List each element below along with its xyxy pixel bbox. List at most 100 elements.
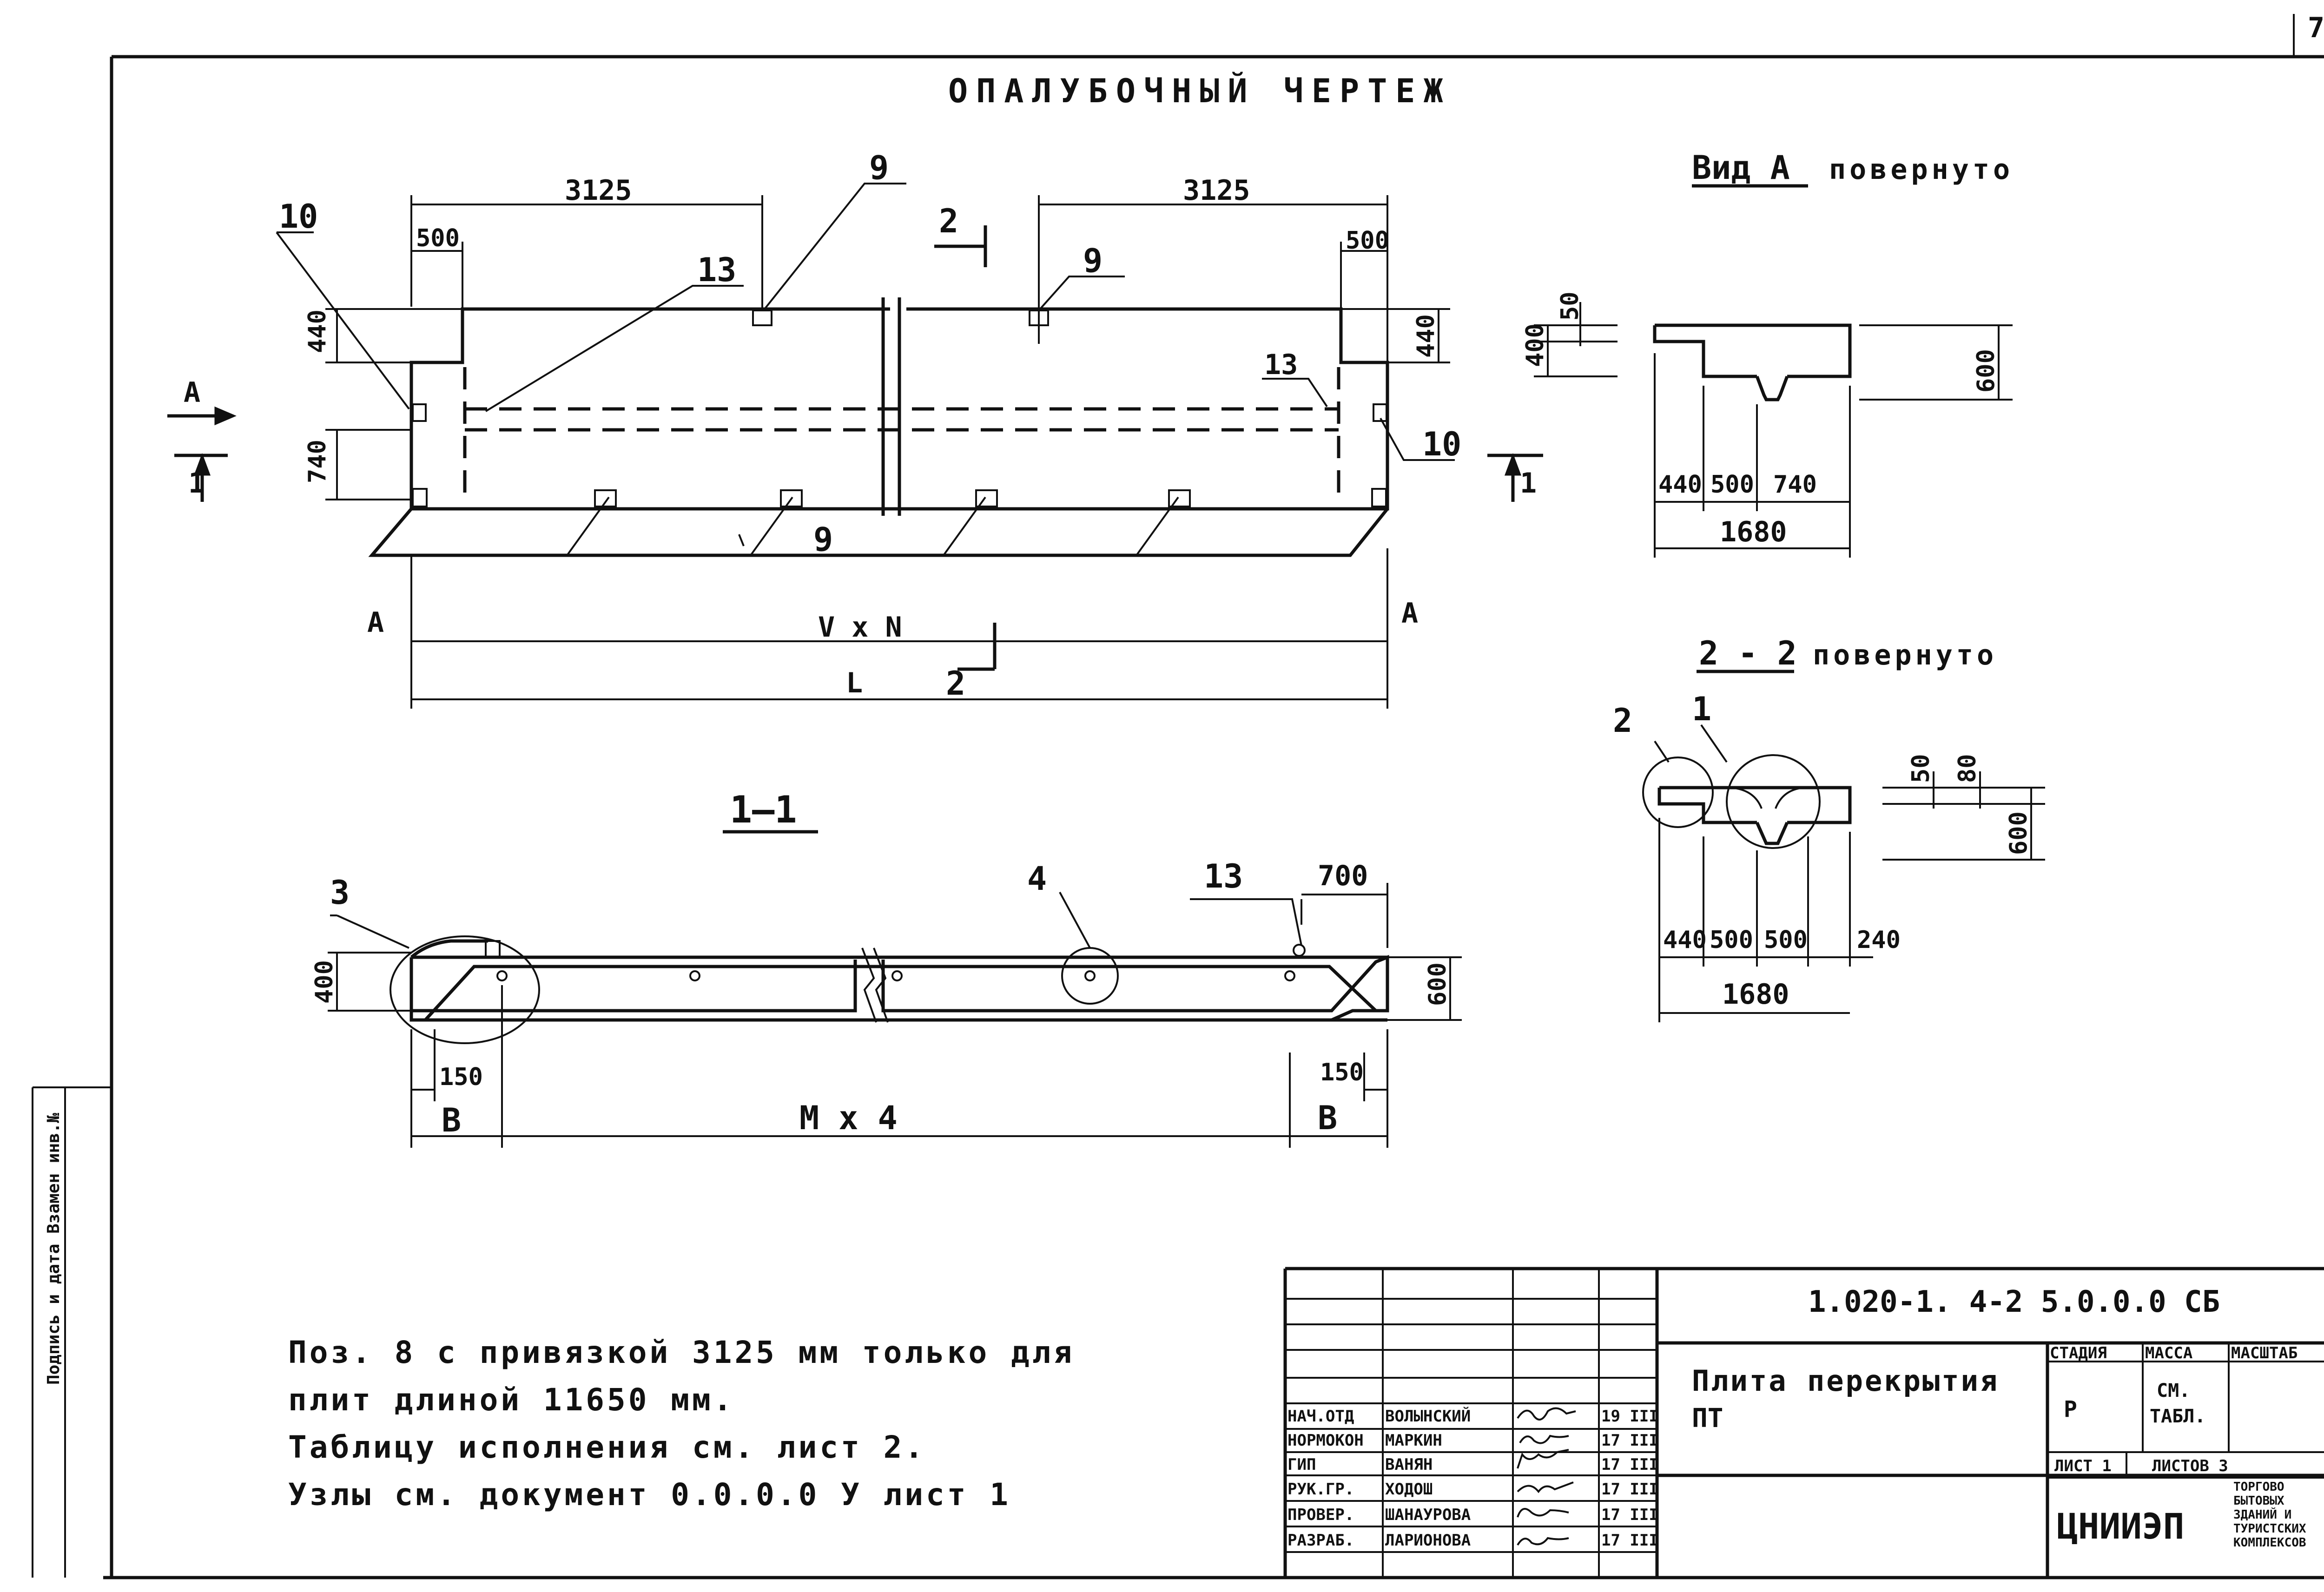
plan-dim-500-right: 500 bbox=[1346, 227, 1389, 255]
plan-view bbox=[167, 183, 1543, 709]
staff-role-3: ГИП bbox=[1287, 1455, 1316, 1474]
org-description: ТОРГОВО БЫТОВЫХ ЗДАНИЙ И ТУРИСТСКИХ КОМП… bbox=[2233, 1480, 2306, 1550]
section-2-2-title-letters: 2 - 2 bbox=[1699, 634, 1797, 672]
org-desc-line-3: ЗДАНИЙ И bbox=[2233, 1508, 2292, 1522]
mass-value-2: ТАБЛ. bbox=[2150, 1406, 2206, 1427]
staff-date-2: 17 III bbox=[1601, 1431, 1658, 1450]
plan-view-labels: 3125 3125 500 500 440 440 740 9 9 9 10 1… bbox=[184, 149, 1537, 703]
staff-date-1: 19 III bbox=[1601, 1407, 1658, 1426]
note-line-2: плит длиной 11650 мм. bbox=[288, 1382, 735, 1418]
view-a-title-letters: Вид А bbox=[1692, 149, 1790, 187]
plan-dim-vxn: V x N bbox=[818, 611, 902, 644]
section-1-1-dim-b-right: B bbox=[1318, 1099, 1337, 1137]
plan-view-a-arrow: A bbox=[184, 376, 200, 409]
section-1-1-dim-150-right: 150 bbox=[1320, 1059, 1364, 1086]
org-desc-line-4: ТУРИСТСКИХ bbox=[2233, 1522, 2306, 1536]
view-a-dim-50: 50 bbox=[1556, 291, 1584, 321]
staff-role-4: РУК.ГР. bbox=[1287, 1480, 1354, 1499]
section-1-1-title: 1—1 bbox=[730, 788, 797, 831]
plan-pos-9-top-left: 9 bbox=[869, 149, 889, 187]
view-a-labels: Вид А повернуто 50 400 600 440 500 740 1… bbox=[1521, 149, 2014, 548]
plan-section-1-right: 1 bbox=[1520, 467, 1537, 500]
notes: Поз. 8 с привязкой 3125 мм только для пл… bbox=[288, 1329, 1075, 1519]
plan-dim-3125-right: 3125 bbox=[1183, 174, 1250, 207]
plan-pos-9-bottom: 9 bbox=[813, 520, 833, 559]
note-line-1: Поз. 8 с привязкой 3125 мм только для bbox=[288, 1335, 1075, 1370]
plan-pos-10-left: 10 bbox=[279, 197, 318, 236]
section-2-2-dim-1680: 1680 bbox=[1722, 978, 1789, 1011]
section-2-2-dim-600: 600 bbox=[2005, 811, 2033, 855]
section-2-2-dim-240: 240 bbox=[1857, 926, 1901, 954]
plan-section-1-left: 1 bbox=[188, 467, 205, 500]
plan-pos-13-right: 13 bbox=[1264, 349, 1298, 381]
plan-section-2-top: 2 bbox=[939, 202, 958, 240]
view-a-dim-500: 500 bbox=[1710, 471, 1754, 499]
staff-date-6: 17 III bbox=[1601, 1531, 1658, 1550]
section-1-1-labels: 1—1 3 4 13 700 400 600 150 150 B B M x 4 bbox=[310, 788, 1452, 1139]
plan-pos-10-right: 10 bbox=[1422, 425, 1461, 463]
view-a-dim-400: 400 bbox=[1521, 323, 1549, 367]
staff-name-5: ШАНАУРОВА bbox=[1385, 1506, 1471, 1524]
staff-name-1: ВОЛЫНСКИЙ bbox=[1385, 1407, 1471, 1426]
staff-date-3: 17 III bbox=[1601, 1455, 1658, 1474]
section-1-1-dim-400: 400 bbox=[310, 960, 338, 1004]
section-2-2-dim-440: 440 bbox=[1663, 926, 1707, 954]
section-2-2-labels: 2 - 2 повернуто 2 1 50 80 600 440 500 50… bbox=[1613, 634, 2033, 1011]
plan-section-2-bottom: 2 bbox=[946, 664, 965, 703]
section-2-2-dim-500b: 500 bbox=[1764, 926, 1808, 954]
section-1-1-dim-b-left: B bbox=[442, 1101, 461, 1139]
plan-dim-a-left: A bbox=[367, 606, 384, 639]
section-1-1-dim-mx4: M x 4 bbox=[799, 1099, 898, 1137]
side-stamp-text: Подпись и дата Взамен инв.№ bbox=[44, 1112, 63, 1385]
staff-name-3: ВАНЯН bbox=[1385, 1455, 1433, 1474]
section-1-1-dim-600: 600 bbox=[1424, 962, 1452, 1006]
plan-pos-9-top-right: 9 bbox=[1083, 242, 1103, 280]
view-a bbox=[1534, 184, 2013, 558]
staff-role-5: ПРОВЕР. bbox=[1287, 1506, 1354, 1524]
staff-date-4: 17 III bbox=[1601, 1480, 1658, 1499]
signature-4 bbox=[1517, 1481, 1574, 1493]
section-1-1-dim-700: 700 bbox=[1318, 860, 1368, 892]
plan-dim-a-right: A bbox=[1401, 597, 1418, 630]
plan-dim-440-right: 440 bbox=[1412, 314, 1440, 358]
title-block bbox=[1283, 1267, 2324, 1578]
signature-6 bbox=[1517, 1537, 1569, 1546]
org-desc-line-1: ТОРГОВО bbox=[2233, 1480, 2284, 1494]
plan-dim-440-left: 440 bbox=[304, 309, 331, 353]
org-desc-line-5: КОМПЛЕКСОВ bbox=[2233, 1536, 2306, 1550]
section-1-1-node-3: 3 bbox=[330, 874, 350, 912]
plan-dim-l: L bbox=[846, 667, 863, 699]
col-stage: СТАДИЯ bbox=[2050, 1344, 2107, 1362]
sheets-label: ЛИСТОВ 3 bbox=[2152, 1457, 2228, 1475]
view-a-title-rest: повернуто bbox=[1829, 153, 2014, 186]
sheet-number: 71 bbox=[2308, 12, 2324, 44]
section-2-2-title-rest: повернуто bbox=[1813, 639, 1997, 671]
staff-role-2: НОРМОКОН bbox=[1287, 1431, 1364, 1450]
staff-name-6: ЛАРИОНОВА bbox=[1385, 1531, 1471, 1550]
doc-code: 1.020-1. 4-2 5.0.0.0 СБ bbox=[1808, 1285, 2220, 1319]
staff-name-4: ХОДОШ bbox=[1385, 1480, 1433, 1499]
staff-role-6: РАЗРАБ. bbox=[1287, 1531, 1354, 1550]
view-a-dim-1680: 1680 bbox=[1720, 516, 1787, 548]
section-2-2-node-1: 1 bbox=[1692, 690, 1711, 728]
section-1-1-node-4: 4 bbox=[1027, 860, 1047, 898]
plan-pos-13-left: 13 bbox=[697, 251, 736, 289]
col-scale: МАСШТАБ bbox=[2231, 1344, 2298, 1362]
signature-3 bbox=[1517, 1449, 1569, 1469]
plan-dim-740-left: 740 bbox=[304, 440, 331, 483]
mass-value-1: СМ. bbox=[2157, 1380, 2191, 1401]
plan-dim-3125-left: 3125 bbox=[565, 174, 632, 207]
signature-2 bbox=[1519, 1434, 1569, 1444]
side-stamp: Подпись и дата Взамен инв.№ bbox=[44, 1087, 64, 1571]
section-2-2-node-2: 2 bbox=[1613, 702, 1632, 740]
section-1-1-pos-13: 13 bbox=[1204, 857, 1243, 895]
staff-name-2: МАРКИН bbox=[1385, 1431, 1442, 1450]
note-line-3: Таблицу исполнения см. лист 2. bbox=[288, 1429, 926, 1465]
view-a-dim-740: 740 bbox=[1773, 471, 1817, 499]
org-name: ЦНИИЭП bbox=[2057, 1506, 2185, 1547]
section-1-1 bbox=[328, 830, 1462, 1148]
header-title: ОПАЛУБОЧНЫЙ ЧЕРТЕЖ bbox=[948, 72, 1452, 110]
section-2-2 bbox=[1642, 670, 2045, 1022]
staff-role-1: НАЧ.ОТД bbox=[1287, 1407, 1354, 1426]
